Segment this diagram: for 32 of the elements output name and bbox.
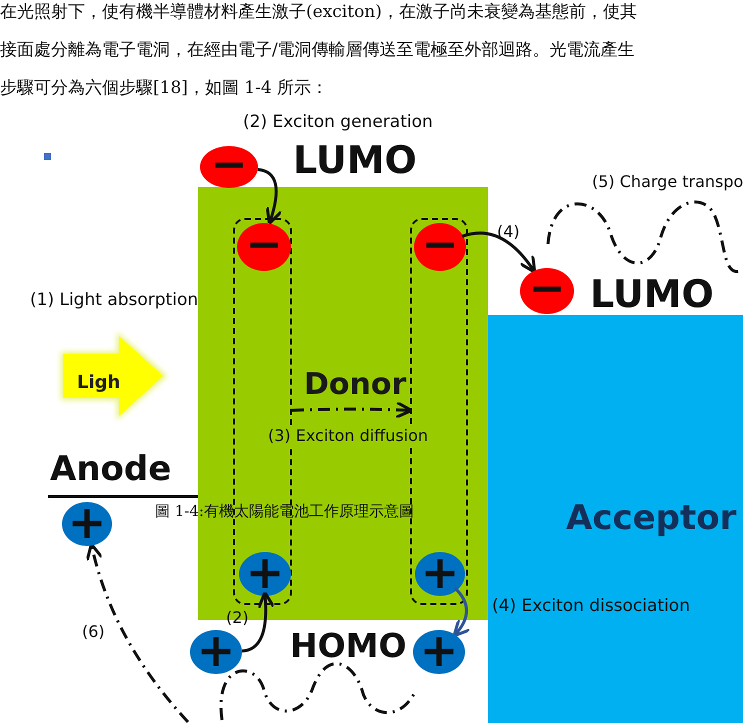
hole-circle: + [415, 552, 465, 596]
step-label: (4) Exciton dissociation [492, 596, 690, 616]
electron-circle: − [414, 223, 466, 271]
level-label: LUMO [293, 138, 417, 184]
paragraph-text: 接面處分離為電子電洞，在經由電子/電洞傳輸層傳送至電極至外部迴路。光電流產生 [0, 40, 635, 60]
step-label: (5) Charge transpo [592, 172, 743, 192]
arrow [258, 168, 283, 225]
hole-circle: + [190, 630, 242, 674]
arrow [86, 542, 190, 723]
exciton-dashed-box [233, 218, 292, 605]
step-label: (3) Exciton diffusion [268, 426, 428, 446]
step-label: (6) [82, 622, 105, 642]
region-label: Donor [304, 367, 406, 402]
hole-circle: + [62, 502, 112, 546]
paragraph-text: 在光照射下，使有機半導體材料產生激子(exciton)，在激子尚未衰變為基態前，使其 [0, 2, 637, 22]
hole-circle: + [239, 552, 291, 596]
paragraph-text: 步驟可分為六個步驟[18]，如圖 1-4 所示： [0, 78, 328, 98]
region-label: Acceptor [566, 498, 736, 538]
step-label: (2) Exciton generation [243, 112, 433, 132]
arrow [292, 400, 413, 419]
electron-circle: − [237, 223, 291, 271]
level-label: LUMO [590, 272, 714, 318]
electron-circle: − [520, 268, 574, 314]
level-label: HOMO [290, 626, 407, 666]
hole-circle: + [413, 630, 465, 674]
acceptor-box [488, 315, 743, 723]
arrow [462, 232, 536, 274]
arrow [242, 590, 275, 653]
arrow [452, 587, 472, 638]
anode-electrode: Anode [48, 446, 198, 498]
step-label: (1) Light absorption [30, 290, 198, 310]
electron-circle: − [200, 146, 258, 188]
